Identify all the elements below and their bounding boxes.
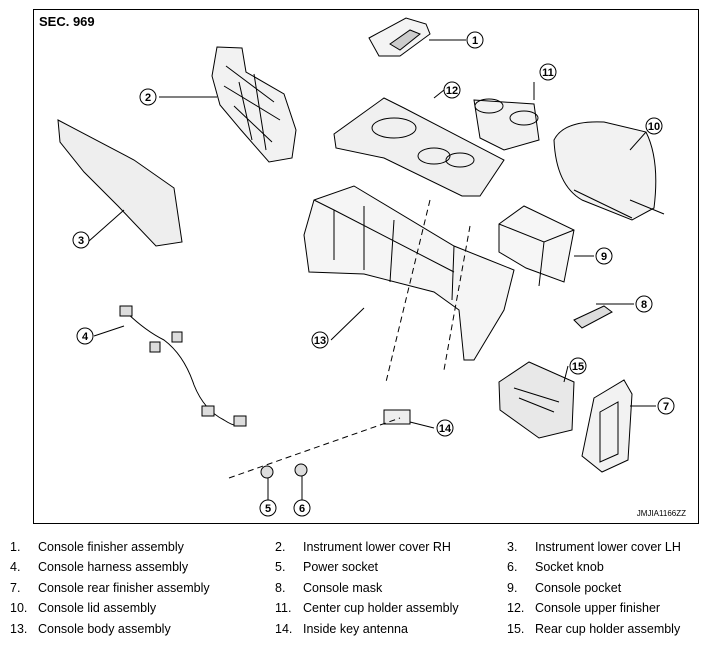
callout-9: 9	[595, 247, 613, 265]
part-power-socket	[260, 463, 308, 479]
part-console-harness	[119, 305, 247, 427]
callout-1: 1	[466, 31, 484, 49]
callout-11: 11	[539, 63, 557, 81]
svg-text:2: 2	[145, 92, 151, 104]
svg-text:11: 11	[542, 67, 554, 79]
diagram-frame: 1 2 3 4 5 6 7 8 9 10 11 12 13 14 15 SEC.…	[33, 9, 699, 524]
svg-text:12: 12	[446, 85, 458, 97]
part-inside-key-antenna	[383, 409, 411, 425]
callout-8: 8	[635, 295, 653, 313]
svg-text:6: 6	[299, 503, 305, 515]
part-instrument-lower-cover-rh	[211, 46, 297, 163]
svg-text:7: 7	[663, 401, 669, 413]
svg-text:3: 3	[78, 235, 84, 247]
callout-6: 6	[293, 499, 311, 517]
callout-4: 4	[76, 327, 94, 345]
part-console-lid	[553, 121, 665, 221]
part-center-cup-holder	[473, 98, 540, 151]
callout-14: 14	[436, 419, 454, 437]
section-label: SEC. 969	[39, 14, 95, 29]
callout-13: 13	[311, 331, 329, 349]
svg-text:14: 14	[439, 423, 452, 435]
svg-text:8: 8	[641, 299, 647, 311]
callout-5: 5	[259, 499, 277, 517]
callout-7: 7	[657, 397, 675, 415]
svg-text:9: 9	[601, 251, 607, 263]
part-console-rear-finisher	[581, 379, 633, 473]
svg-text:13: 13	[314, 335, 326, 347]
part-console-body	[303, 185, 515, 361]
callout-2: 2	[139, 88, 157, 106]
svg-text:15: 15	[572, 361, 584, 373]
part-rear-cup-holder	[498, 361, 575, 439]
callout-15: 15	[569, 357, 587, 375]
svg-text:1: 1	[472, 35, 478, 47]
part-console-pocket	[498, 205, 575, 287]
callout-12: 12	[443, 81, 461, 99]
part-console-finisher	[368, 17, 431, 57]
svg-text:10: 10	[648, 121, 660, 133]
callout-3: 3	[72, 231, 90, 249]
part-instrument-lower-cover-lh	[57, 119, 183, 247]
part-console-mask	[573, 305, 613, 329]
exploded-parts-diagram: 1 2 3 4 5 6 7 8 9 10 11 12 13 14 15	[57, 17, 675, 517]
svg-text:4: 4	[82, 331, 89, 343]
figure-reference: JMJIA1166ZZ	[636, 509, 686, 518]
part-console-upper-finisher	[333, 97, 505, 197]
svg-text:5: 5	[265, 503, 271, 515]
callout-10: 10	[645, 117, 663, 135]
